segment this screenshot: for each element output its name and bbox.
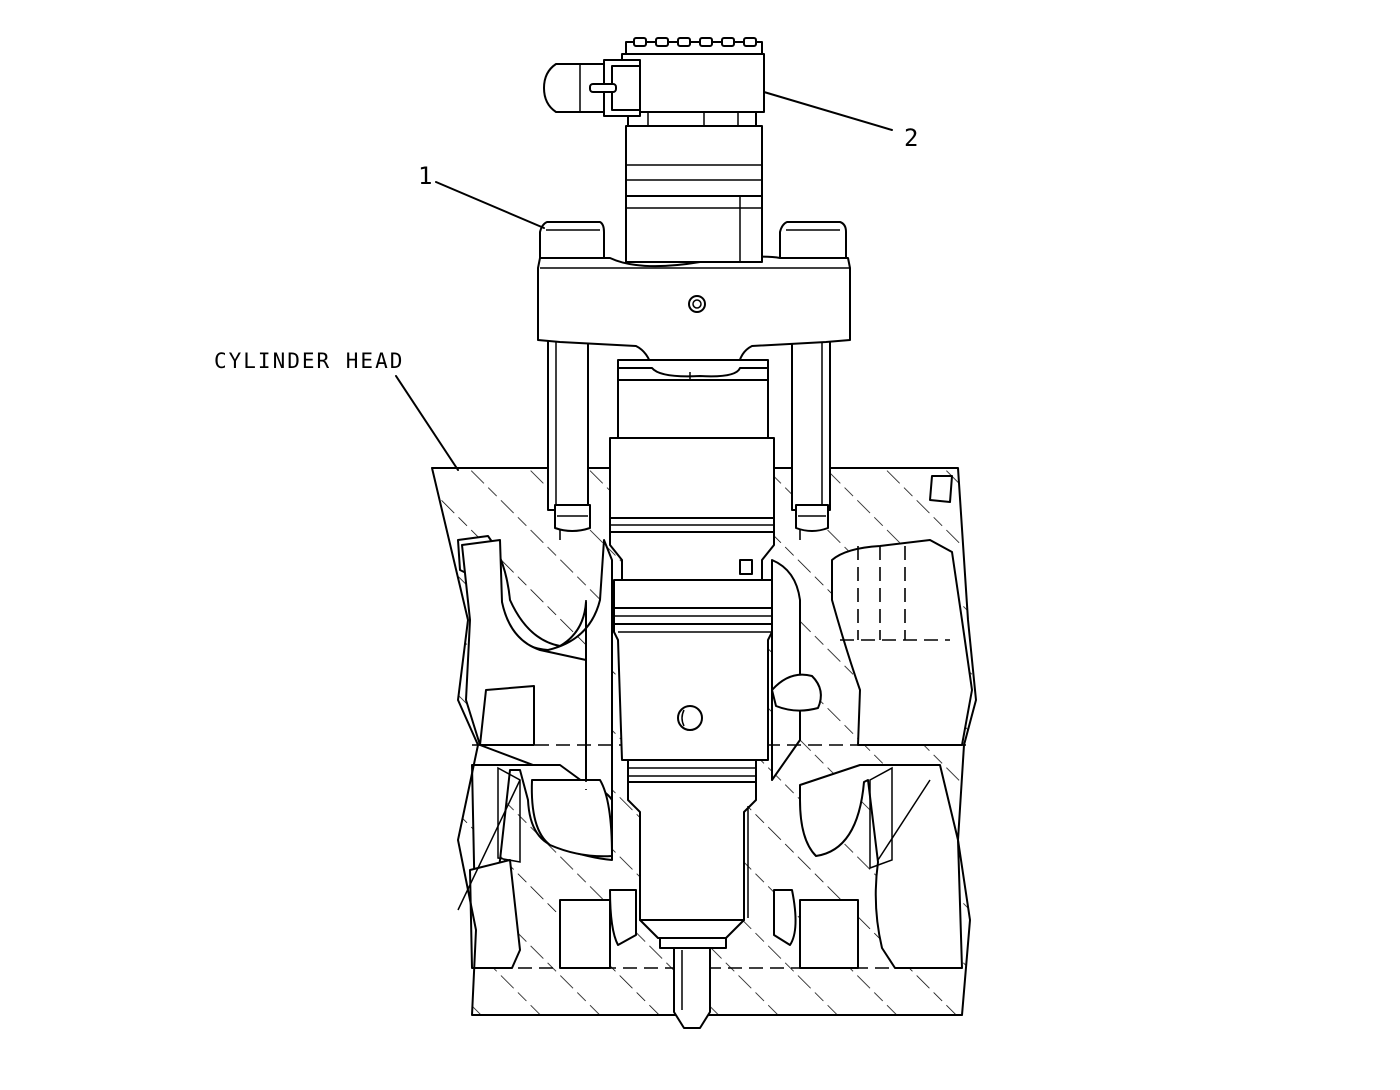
leader-line-2	[763, 91, 893, 131]
leader-line-cylinder-head	[395, 375, 459, 471]
callout-cylinder-head: CYLINDER HEAD	[214, 349, 404, 373]
leader-line-1	[435, 181, 545, 229]
unit-injector	[609, 125, 775, 1029]
hold-down-bolt-left	[539, 221, 605, 532]
leader-lines	[395, 91, 893, 471]
injector-clamp	[537, 255, 851, 369]
callout-2: 2	[904, 124, 918, 152]
solenoid-connector	[543, 37, 765, 127]
hold-down-bolt-right	[779, 221, 847, 532]
top-fasteners	[633, 37, 757, 47]
cylinder-head-cavities	[457, 535, 973, 969]
callout-1: 1	[418, 162, 432, 190]
